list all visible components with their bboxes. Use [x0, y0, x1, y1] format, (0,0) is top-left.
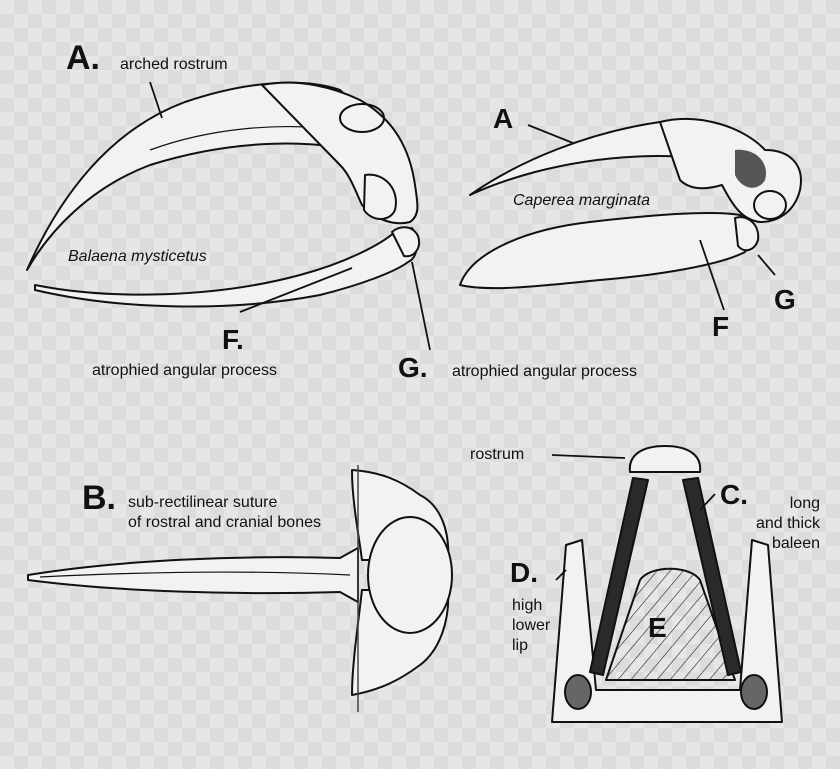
balaena-skull [26, 81, 420, 308]
leader-rostrum [551, 454, 626, 459]
leader-arched-rostrum [149, 81, 163, 119]
mouth-schematic [551, 445, 783, 723]
rostrum-cap [628, 445, 702, 473]
caperea-mandible [459, 211, 752, 290]
balaena-angular-process [391, 226, 420, 258]
arched-rostrum-label: arched rostrum [120, 56, 228, 73]
caperea-a-letter: A [493, 103, 514, 134]
leader-f-balaena [239, 267, 353, 313]
leader-lines [149, 81, 776, 581]
balaena-species-label: Balaena mysticetus [68, 248, 207, 265]
dorsal-rostrum-ridge [39, 571, 351, 578]
panel-e-letter: E [648, 612, 667, 643]
caperea-skull [459, 118, 802, 290]
dorsal-braincase [367, 516, 453, 634]
caperea-condyle [753, 190, 787, 220]
leader-g-balaena [411, 261, 431, 351]
balaena-orbit [339, 103, 385, 133]
balaena-mandible [34, 227, 418, 308]
leader-d [555, 569, 567, 581]
caperea-g-letter: G [774, 284, 796, 315]
right-lip-node [740, 674, 768, 710]
panel-c-letter: C. [720, 479, 748, 510]
caperea-angular-process [734, 216, 760, 252]
panel-d-letter: D. [510, 557, 538, 588]
balaena-g-label: atrophied angular process [452, 363, 638, 380]
leader-f-caperea [699, 239, 725, 311]
balaena-g-letter: G. [398, 352, 428, 383]
left-lip-node [564, 674, 592, 710]
left-baleen [589, 477, 649, 676]
caperea-species-label: Caperea marginata [513, 192, 650, 209]
balaena-f-label: atrophied angular process [92, 362, 278, 379]
dorsal-skull [27, 465, 453, 712]
balaena-f-letter: F. [222, 324, 244, 355]
balaena-a-letter: A. [66, 39, 100, 77]
leader-g-caperea [757, 254, 776, 276]
caperea-dark-region [735, 149, 766, 188]
caperea-f-letter: F [712, 311, 730, 342]
leader-a-caperea [527, 124, 574, 144]
balaena-condyle [363, 173, 397, 220]
right-baleen [682, 477, 742, 676]
panel-b-letter: B. [82, 479, 116, 517]
rostrum-label: rostrum [470, 446, 525, 463]
panel-d-label: high lower lip [512, 597, 551, 654]
tongue-hatched [605, 567, 736, 681]
leader-c [699, 493, 716, 511]
panel-b-caption: sub-rectilinear suture of rostral and cr… [128, 494, 321, 531]
panel-c-label: long and thick baleen [755, 495, 820, 552]
